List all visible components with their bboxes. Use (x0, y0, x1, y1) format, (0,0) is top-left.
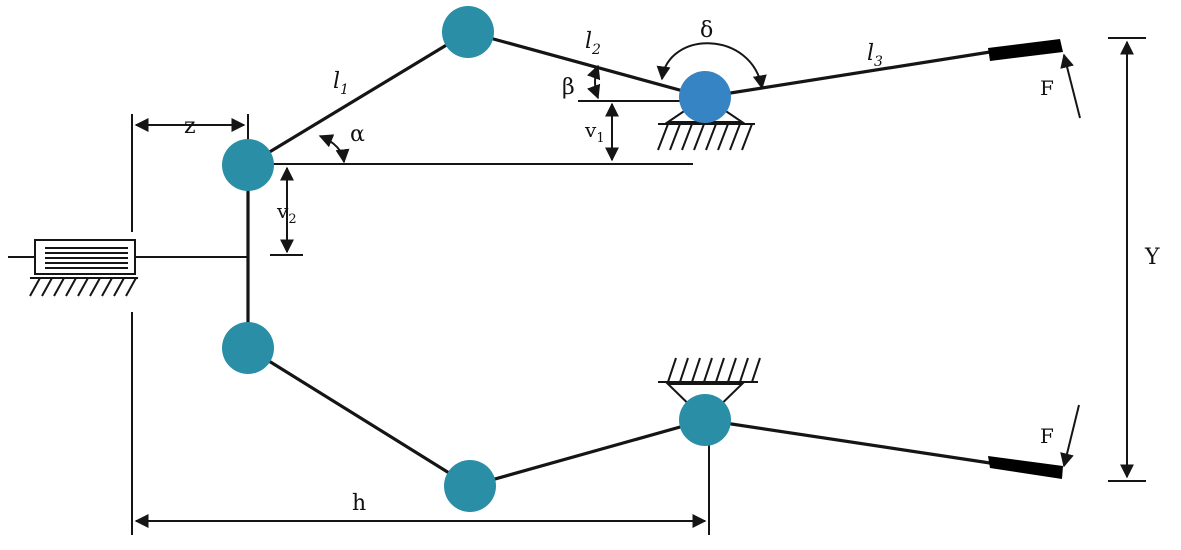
link-l3-lower (703, 418, 992, 465)
jaw-lower (988, 456, 1063, 479)
link-l1-upper (246, 30, 470, 167)
delta-angle-arc (656, 42, 767, 90)
label-Y: Y (1144, 245, 1160, 270)
label-l1: l1 (333, 69, 349, 98)
label-F-bottom: F (1040, 424, 1054, 448)
beta-angle-arc (587, 64, 601, 100)
label-v1: v1 (584, 118, 605, 146)
label-delta: δ (700, 18, 713, 43)
link-l3-upper (703, 50, 992, 99)
linear-actuator (8, 239, 248, 297)
joint-upper-middle (442, 6, 494, 58)
label-v2: v2 (276, 199, 297, 227)
link-l1-lower (246, 346, 472, 488)
force-arrow-top (1060, 53, 1081, 119)
actuator-ground-hatch (29, 277, 138, 297)
label-alpha: α (350, 122, 365, 147)
link-l2-lower (468, 418, 707, 488)
label-beta: β (562, 75, 575, 100)
label-l2: l2 (585, 29, 601, 58)
label-z: z (184, 114, 196, 139)
label-h: h (352, 491, 366, 516)
joint-lower-pivot (679, 394, 731, 446)
joint-lower-middle (444, 460, 496, 512)
force-arrow-bottom (1060, 404, 1080, 468)
label-F-top: F (1040, 76, 1054, 100)
jaw-upper (988, 39, 1063, 61)
label-l3: l3 (867, 41, 883, 70)
joint-upper-pivot (679, 71, 731, 123)
joint-slider-upper (222, 139, 274, 191)
joint-slider-lower (222, 322, 274, 374)
alpha-angle-arc (318, 134, 350, 164)
